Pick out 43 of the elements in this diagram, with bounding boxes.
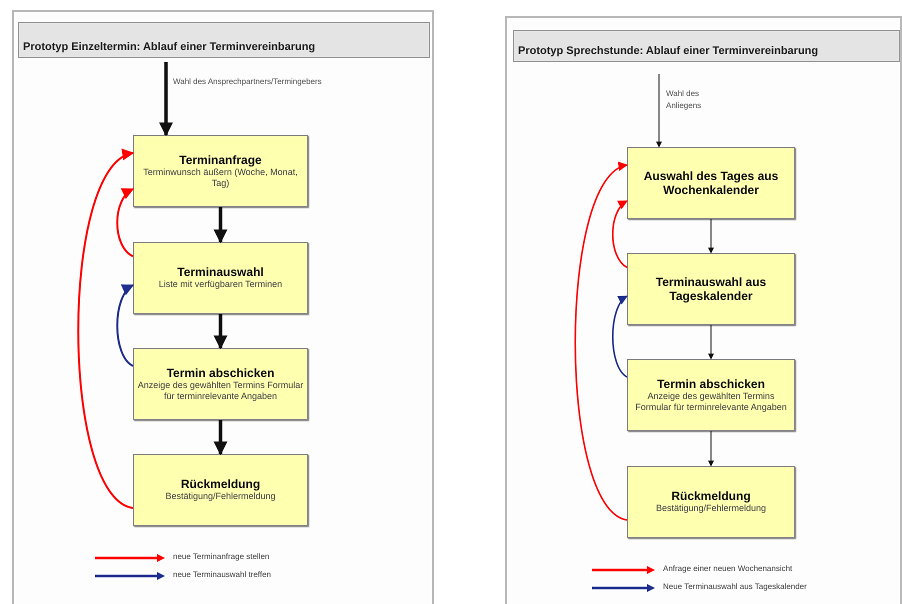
loop-arrow: [574, 164, 628, 521]
box-heading: Auswahl des Tages aus Wochenkalender: [642, 169, 780, 197]
legend-label: Anfrage einer neuen Wochenansicht: [663, 564, 792, 573]
process-box: [133, 135, 308, 207]
box-description: Anzeige des gewählten Termins Formular für terminrelevante Angaben: [136, 380, 304, 402]
arrow: [708, 324, 714, 360]
process-box: [133, 454, 308, 526]
edge-label: Wahl des Anliegens: [666, 88, 702, 112]
legend-label: neue Terminauswahl treffen: [173, 570, 271, 579]
legend-label: Neue Terminauswahl aus Tageskalender: [663, 582, 807, 591]
loop-arrow: [612, 200, 628, 268]
arrow: [656, 74, 662, 148]
box-description: Anzeige des gewählten Termins Formular für terminrelevante Angaben: [634, 390, 788, 414]
process-box: [627, 147, 795, 219]
panel: [505, 16, 902, 604]
box-heading: Terminanfrage: [179, 152, 262, 167]
box-description: Bestätigung/Fehlermeldung: [656, 503, 766, 515]
edge-label: Wahl des Ansprechpartners/Termingebers: [173, 76, 323, 88]
loop-arrow: [612, 296, 628, 378]
panel-title: Prototyp Einzeltermin: Ablauf einer Terminvereinbarung: [23, 41, 316, 53]
legend-label: neue Terminanfrage stellen: [173, 552, 270, 561]
arrow: [214, 207, 228, 244]
box-description: Terminwunsch äußern (Woche, Monat, Tag): [142, 166, 299, 190]
box-description: Bestätigung/Fehlermeldung: [165, 491, 276, 503]
arrow: [214, 420, 228, 456]
arrow: [708, 218, 714, 254]
box-heading: Termin abschicken: [166, 366, 274, 380]
box-heading: Termin abschicken: [657, 376, 765, 391]
arrow: [214, 314, 228, 350]
arrow: [708, 430, 714, 467]
panel: [12, 10, 434, 604]
box-heading: Terminauswahl aus Tageskalender: [654, 275, 768, 303]
box-heading: Rückmeldung: [671, 489, 751, 504]
arrow: [159, 62, 173, 136]
box-heading: Terminauswahl: [177, 265, 264, 280]
process-box: [627, 359, 795, 431]
process-box: [627, 253, 795, 325]
process-box: [627, 466, 795, 538]
process-box: [133, 348, 308, 420]
process-box: [133, 242, 308, 314]
panel-title: Prototyp Sprechstunde: Ablauf einer Terminvereinbarung: [518, 45, 818, 57]
box-description: Liste mit verfügbaren Terminen: [158, 279, 282, 291]
box-heading: Rückmeldung: [180, 477, 260, 492]
